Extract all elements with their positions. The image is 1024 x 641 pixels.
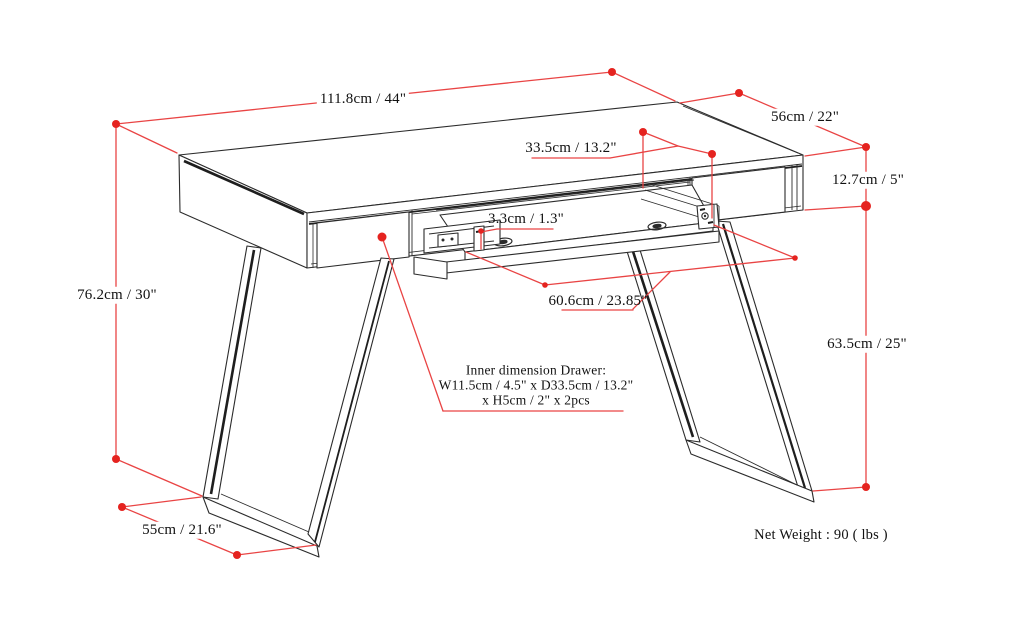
dim-label-drawer-depth: 33.5cm / 13.2" bbox=[525, 139, 617, 156]
net-weight-label: Net Weight : 90 ( lbs ) bbox=[754, 527, 888, 544]
dim-label-tray-width: 60.6cm / 23.85" bbox=[548, 292, 648, 309]
dim-label-tray-thickness: 3.3cm / 1.3" bbox=[487, 210, 565, 227]
dim-label-overall-height: 76.2cm / 30" bbox=[74, 286, 160, 304]
left-leg bbox=[202, 245, 395, 558]
dim-label-apron-height: 12.7cm / 5" bbox=[828, 171, 908, 189]
inner-drawer-dimension-line3: x H5cm / 2" x 2pcs bbox=[482, 392, 590, 408]
inner-drawer-dimension-line1: Inner dimension Drawer: bbox=[465, 362, 607, 378]
left-drawer bbox=[312, 211, 410, 269]
keyboard-tray bbox=[413, 179, 720, 280]
dim-label-top-width: 111.8cm / 44" bbox=[316, 90, 410, 108]
dim-label-leg-clearance: 63.5cm / 25" bbox=[824, 335, 910, 353]
dimension-dots bbox=[112, 68, 871, 559]
right-leg bbox=[620, 220, 815, 503]
dim-label-top-depth: 56cm / 22" bbox=[767, 108, 843, 126]
inner-drawer-dimension-line2: W11.5cm / 4.5" x D33.5cm / 13.2" bbox=[438, 377, 634, 393]
dim-label-leg-depth: 55cm / 21.6" bbox=[139, 521, 225, 539]
dimension-lines bbox=[115, 71, 867, 556]
